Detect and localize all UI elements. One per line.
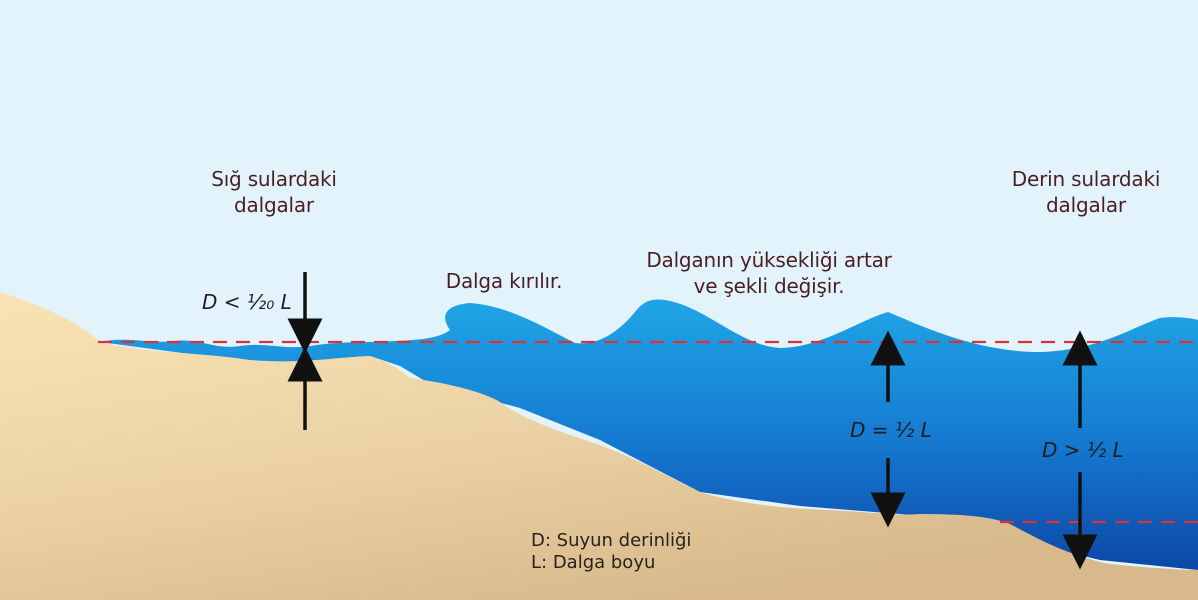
deep-waves-label: Derin sulardaki dalgalar — [1011, 167, 1161, 217]
mid-depth-formula: D = ½ L — [850, 418, 932, 442]
deep-depth-formula: D > ½ L — [1042, 438, 1124, 462]
shallow-waves-label: Sığ sulardaki dalgalar — [211, 167, 337, 217]
water-body — [100, 299, 1198, 570]
legend-wavelength: L: Dalga boyu — [531, 552, 656, 573]
legend: D: Suyun derinliği L: Dalga boyu — [531, 530, 691, 574]
shallow-depth-formula: D < ¹⁄₂₀ L — [202, 290, 292, 314]
wave-breaks-label: Dalga kırılır. — [445, 269, 563, 293]
legend-depth: D: Suyun derinliği — [531, 530, 692, 551]
wave-height-label: Dalganın yüksekliği artar ve şekli değiş… — [646, 248, 892, 298]
